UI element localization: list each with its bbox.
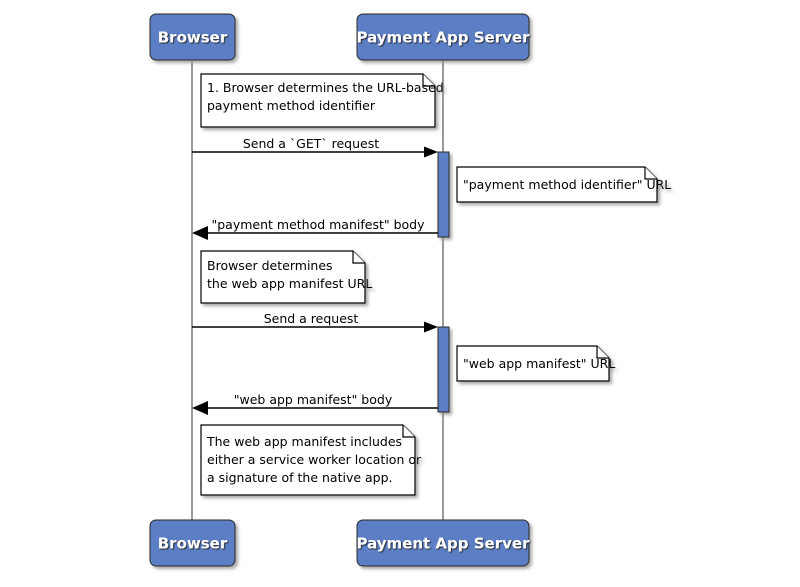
participant-box: [149, 519, 236, 567]
note-line: The web app manifest includes: [206, 434, 402, 449]
activation-bar-1: [437, 151, 450, 238]
participant-payment-app-server-bottom[interactable]: Payment App Server: [356, 519, 531, 567]
note-shape: [200, 424, 416, 496]
message-send-get-request[interactable]: Send a `GET` request: [192, 136, 438, 158]
participant-box: [356, 519, 530, 567]
participant-label: Browser: [158, 29, 228, 47]
note-web-app-manifest-url[interactable]: "web app manifest" URL: [456, 345, 615, 382]
participant-browser-bottom[interactable]: Browser: [149, 519, 236, 567]
note-shape: [200, 73, 436, 128]
message-web-app-manifest-body[interactable]: "web app manifest" body: [192, 392, 438, 415]
note-line: either a service worker location or: [207, 452, 422, 467]
note-fold-corner-icon: [352, 251, 365, 264]
note-fold-corner-icon: [402, 425, 415, 438]
message-label: Send a `GET` request: [243, 136, 379, 151]
activation-bar-2: [437, 326, 450, 413]
participants-top-group: Browser Payment App Server: [149, 13, 531, 61]
arrowhead-left-icon: [192, 401, 208, 415]
note-line: payment method identifier: [207, 98, 376, 113]
note-line: a signature of the native app.: [207, 470, 393, 485]
note-shape: [456, 345, 610, 382]
note-fold-corner-icon: [422, 74, 435, 87]
note-fold-corner-icon: [644, 167, 657, 180]
participant-browser-top[interactable]: Browser: [149, 13, 236, 61]
participants-bottom-group: Browser Payment App Server: [149, 519, 531, 567]
message-label: "payment method manifest" body: [211, 217, 425, 232]
participant-label: Payment App Server: [357, 535, 531, 553]
note-line: "web app manifest" URL: [463, 356, 615, 371]
note-payment-method-identifier-url[interactable]: "payment method identifier" URL: [456, 166, 671, 203]
note-browser-determines-web-app-manifest-url[interactable]: Browser determines the web app manifest …: [200, 250, 372, 304]
participant-box: [149, 13, 236, 61]
arrowhead-right-icon: [424, 321, 438, 333]
message-label: Send a request: [264, 311, 359, 326]
note-line: 1. Browser determines the URL-based: [207, 80, 444, 95]
message-payment-method-manifest-body[interactable]: "payment method manifest" body: [192, 217, 438, 240]
note-fold-corner-icon: [596, 346, 609, 359]
note-web-app-manifest-includes[interactable]: The web app manifest includes either a s…: [200, 424, 422, 496]
message-send-a-request[interactable]: Send a request: [192, 311, 438, 333]
activation-bars-group: [437, 151, 450, 413]
messages-group: Send a `GET` request "payment method man…: [192, 136, 438, 415]
participant-label: Payment App Server: [357, 29, 531, 47]
note-url-based-identifier[interactable]: 1. Browser determines the URL-based paym…: [200, 73, 444, 128]
arrowhead-left-icon: [192, 226, 208, 240]
note-shape: [456, 166, 658, 203]
note-line: the web app manifest URL: [207, 276, 372, 291]
notes-group: 1. Browser determines the URL-based paym…: [200, 73, 671, 496]
lifelines-group: [191, 60, 444, 521]
note-shape: [200, 250, 366, 304]
note-line: Browser determines: [207, 258, 333, 273]
participant-box: [356, 13, 530, 61]
note-line: "payment method identifier" URL: [463, 177, 671, 192]
participant-payment-app-server-top[interactable]: Payment App Server: [356, 13, 531, 61]
participant-label: Browser: [158, 535, 228, 553]
arrowhead-right-icon: [424, 146, 438, 158]
message-label: "web app manifest" body: [234, 392, 393, 407]
